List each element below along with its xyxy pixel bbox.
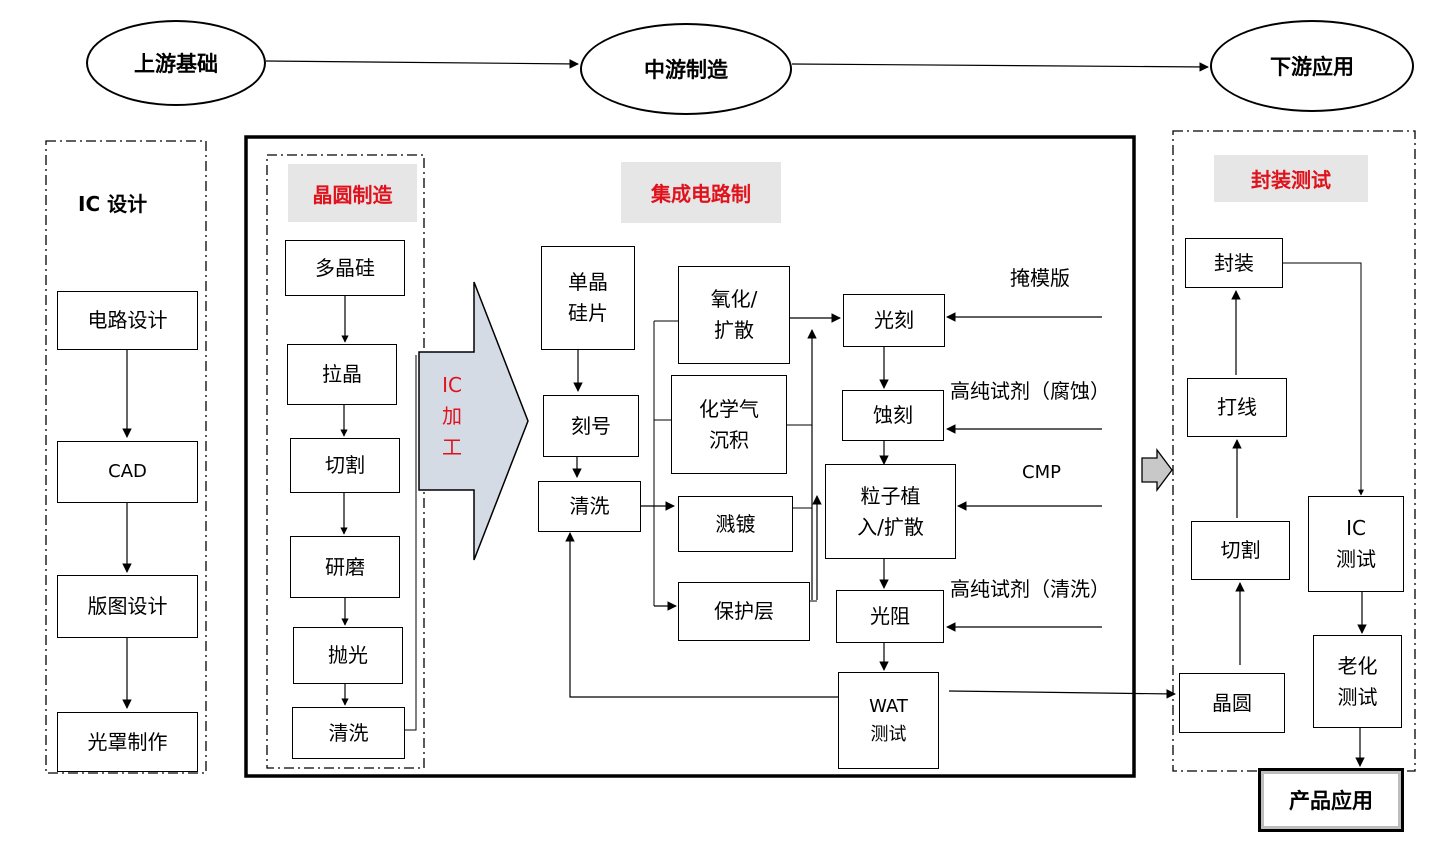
- stage-upstream: 上游基础: [86, 20, 266, 106]
- main-frame: [244, 135, 1136, 778]
- wat-test-step: WAT 测试: [838, 672, 939, 769]
- wire-bond-step: 打线: [1187, 378, 1287, 437]
- lithography-step: 光刻: [843, 294, 945, 347]
- protection-layer-step: 保护层: [678, 582, 810, 641]
- ic-design-step-photomask: 光罩制作: [57, 712, 198, 772]
- stage-arrow-2: [791, 62, 1209, 72]
- wafer-step-cleaning: 清洗: [292, 707, 405, 759]
- input-cmp: CMP: [1022, 462, 1061, 483]
- stage-midstream: 中游制造: [580, 23, 792, 115]
- package-step: 封装: [1185, 238, 1283, 288]
- wafer-step-cutting: 切割: [290, 438, 400, 493]
- wafer-step-crystal-pulling: 拉晶: [287, 344, 397, 405]
- aging-test-step: 老化 测试: [1313, 635, 1402, 728]
- input-clean-reagent: 高纯试剂（清洗）: [950, 577, 1110, 601]
- oxidation-diffusion-step: 氧化/ 扩散: [678, 266, 790, 364]
- stage-downstream: 下游应用: [1210, 20, 1414, 112]
- dicing-step: 切割: [1191, 521, 1290, 580]
- marking-step: 刻号: [543, 395, 639, 457]
- ic-mfg-title: 集成电路制: [621, 162, 781, 223]
- photoresist-step: 光阻: [836, 590, 944, 643]
- ic-process-arrow: [418, 281, 529, 561]
- ic-process-label: IC 加 工: [442, 373, 462, 459]
- sputtering-step: 溅镀: [678, 496, 793, 552]
- wafer-step-polysilicon: 多晶硅: [285, 240, 405, 296]
- ic-design-step-circuit: 电路设计: [57, 291, 198, 350]
- etching-step: 蚀刻: [842, 390, 944, 441]
- ic-design-frame: [45, 140, 207, 774]
- ic-test-step: IC 测试: [1308, 496, 1404, 592]
- ic-design-step-cad: CAD: [57, 441, 198, 503]
- ic-design-title: IC 设计: [78, 192, 148, 216]
- input-etch-reagent: 高纯试剂（腐蚀）: [950, 379, 1110, 403]
- ion-implant-step: 粒子植 入/扩散: [825, 464, 956, 559]
- wafer-mfg-title: 晶圆制造: [288, 164, 417, 222]
- stage-arrow-1: [265, 59, 579, 69]
- wafer-step-polishing: 抛光: [293, 627, 403, 684]
- single-crystal-wafer: 单晶 硅片: [541, 246, 635, 350]
- packaging-title: 封装测试: [1214, 155, 1368, 202]
- hollow-arrow: [1141, 448, 1173, 492]
- ic-design-step-layout: 版图设计: [57, 575, 198, 638]
- input-mask: 掩模版: [1010, 266, 1070, 290]
- ic-cleaning-step: 清洗: [538, 481, 641, 532]
- cvd-step: 化学气 沉积: [671, 375, 787, 474]
- product-application: 产品应用: [1258, 768, 1404, 832]
- wafer-in-step: 晶圆: [1179, 673, 1285, 733]
- wafer-step-grinding: 研磨: [290, 536, 400, 598]
